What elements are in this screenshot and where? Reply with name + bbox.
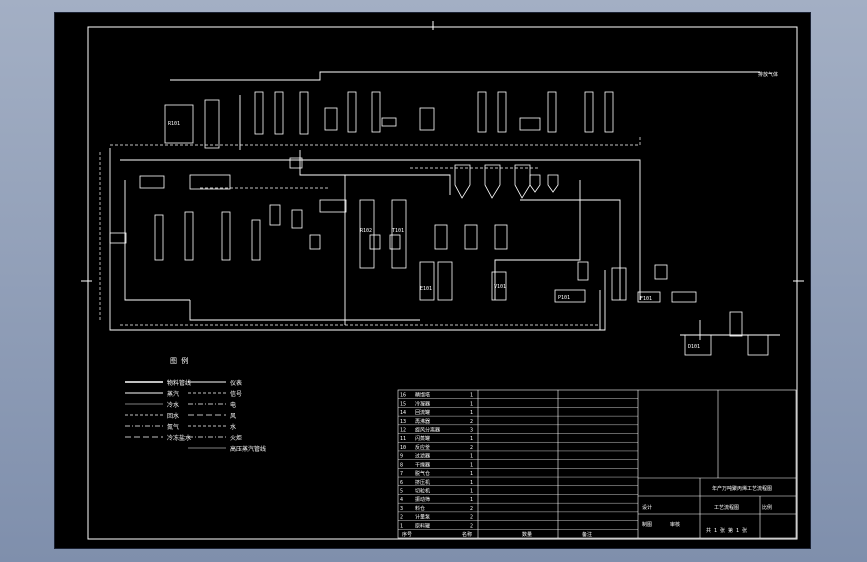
legend-title: 图 例 [170, 357, 189, 365]
table-cell: 1 [470, 436, 473, 442]
legend-label: 高压蒸汽管线 [230, 446, 267, 453]
equip-label-3: T101 [392, 228, 404, 234]
legend-lines [125, 381, 226, 449]
title-block-designer: 设计 [642, 504, 652, 511]
table-cell: 振动筛 [415, 496, 430, 503]
table-cell: 旋风分离器 [415, 427, 440, 434]
legend-label: 回水 [167, 413, 180, 420]
table-cell: 7 [400, 471, 403, 477]
table-cell: 2 [470, 523, 473, 529]
table-cell: 切粒机 [415, 487, 430, 494]
title-block-drawn: 制图 [642, 521, 652, 528]
table-cell: 8 [400, 462, 403, 468]
table-cell: 挤压机 [415, 479, 430, 486]
legend-label: 火炬 [230, 435, 243, 442]
equip-label-2: R102 [360, 228, 372, 234]
table-footer-cell: 备注 [582, 531, 592, 538]
legend-label: 物料管线 [167, 380, 192, 387]
table-cell: 13 [400, 419, 406, 425]
column-row-top [164, 91, 614, 149]
equip-label-4: V101 [494, 284, 506, 290]
table-cell: 1 [470, 454, 473, 460]
table-cell: 1 [470, 471, 473, 477]
table-cell: 过滤器 [415, 453, 430, 460]
title-block-scale: 比例 [762, 504, 772, 511]
table-cell: 计量泵 [415, 514, 430, 521]
table-cell: 2 [470, 506, 473, 512]
table-cell: 11 [400, 436, 406, 442]
legend-label: 仪表 [230, 380, 243, 387]
table-cell: 12 [400, 428, 406, 434]
table-cell: 1 [470, 462, 473, 468]
table-cell: 1 [470, 401, 473, 407]
equip-label-1: R101 [168, 121, 180, 127]
title-block-lines [638, 478, 796, 538]
table-cell: 16 [400, 393, 406, 399]
table-cell: 2 [400, 515, 403, 521]
table-cell: 冷凝器 [415, 400, 430, 407]
legend-label: 信号 [230, 391, 243, 398]
table-cell: 再沸器 [415, 418, 430, 425]
table-cell: 6 [400, 480, 403, 486]
table-cell: 脱气仓 [415, 470, 430, 477]
title-block-sheet: 共 1 张 第 1 张 [706, 527, 747, 534]
equip-label-5: E101 [420, 286, 432, 292]
legend-label: 冷冻盐水 [167, 435, 192, 442]
table-footer-cell: 序号 [402, 531, 412, 538]
equip-label-7: F101 [640, 296, 652, 302]
table-cell: 精馏塔 [415, 392, 430, 399]
table-cell: 2 [470, 445, 473, 451]
table-cell: 1 [470, 393, 473, 399]
table-cell: 3 [400, 506, 403, 512]
table-cell: 1 [470, 497, 473, 503]
cyclones [454, 164, 559, 199]
dashed-lines [99, 135, 641, 326]
legend-label: 氮气 [167, 424, 180, 431]
legend-label: 蒸汽 [167, 391, 180, 398]
table-cell: 闪蒸罐 [415, 435, 430, 442]
legend-label: 水 [230, 424, 237, 431]
table-cell: 干燥器 [415, 461, 430, 468]
table-footer-cell: 数量 [522, 531, 532, 538]
legend-label: 电 [230, 402, 237, 409]
top-note: 排放气体 [758, 71, 778, 78]
table-cell: 2 [470, 419, 473, 425]
drawing-sheet [55, 13, 810, 548]
table-cell: 3 [470, 428, 473, 434]
table-footer-cell: 名称 [462, 531, 472, 538]
table-cell: 1 [470, 480, 473, 486]
table-cell: 原料罐 [415, 522, 430, 529]
table-cell: 9 [400, 454, 403, 460]
table-cell: 料仓 [415, 505, 425, 512]
table-cell: 回流罐 [415, 409, 430, 416]
middle-vessels [109, 157, 769, 356]
parts-table [397, 389, 797, 539]
legend-label: 冷水 [167, 402, 180, 409]
table-cell: 2 [470, 515, 473, 521]
table-cell: 5 [400, 488, 403, 494]
title-block-checked: 审核 [670, 521, 680, 528]
drawing-title: 年产万吨聚丙烯工艺流程图 [712, 485, 772, 492]
table-cell: 14 [400, 410, 406, 416]
drawing-frame [87, 26, 798, 540]
table-cell: 反应釜 [415, 444, 430, 451]
table-cell: 1 [400, 523, 403, 529]
legend-label: 风 [230, 413, 237, 420]
drawing-subtitle: 工艺流程图 [714, 504, 739, 511]
table-cell: 10 [400, 445, 406, 451]
table-cell: 4 [400, 497, 403, 503]
equip-label-6: P101 [558, 295, 570, 301]
table-cell: 1 [470, 488, 473, 494]
table-cell: 1 [470, 410, 473, 416]
equip-label-8: D101 [688, 344, 700, 350]
table-cell: 15 [400, 401, 406, 407]
